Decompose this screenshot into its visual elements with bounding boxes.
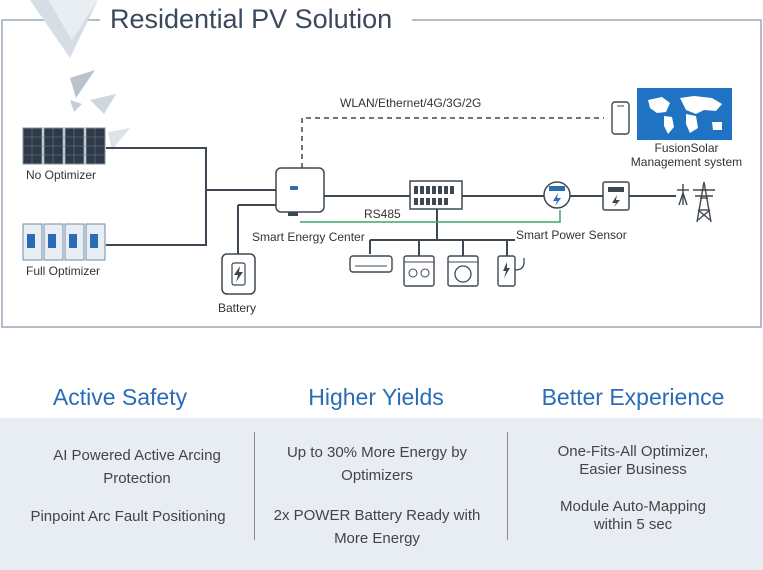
fusionsolar-label-line2: Management system [630, 155, 743, 169]
network-dashed-line [301, 117, 604, 168]
smart-power-sensor-label: Smart Power Sensor [516, 228, 627, 242]
column-divider [254, 432, 255, 540]
smartphone-icon [611, 101, 630, 135]
full-optimizer-label: Full Optimizer [26, 264, 101, 278]
fusionsolar-world-map-icon [637, 88, 732, 140]
smart-energy-center-label: Smart Energy Center [252, 230, 365, 244]
column-divider [507, 432, 508, 540]
distribution-box-icon [409, 180, 463, 210]
feature-item: Module Auto-Mapping within 5 sec [560, 498, 706, 533]
battery-icon [221, 253, 256, 295]
feature-item: One-Fits-All Optimizer, Easier Business [557, 443, 709, 478]
decorative-triangles [30, 0, 130, 150]
electric-meter-icon [602, 181, 630, 211]
smart-power-sensor-icon [543, 181, 571, 209]
solar-panels-full-optimizer-icon [22, 223, 106, 261]
features-band [0, 418, 763, 570]
rs485-line [300, 210, 561, 223]
air-conditioner-icon [349, 255, 393, 273]
dishwasher-icon [403, 255, 435, 287]
feature-heading-better-experience: Better Experience [541, 384, 725, 410]
fusionsolar-label-line1: FusionSolar [654, 141, 719, 155]
feature-heading-higher-yields: Higher Yields [308, 384, 444, 410]
feature-item: Pinpoint Arc Fault Positioning [30, 508, 226, 525]
battery-label: Battery [218, 301, 257, 315]
no-optimizer-label: No Optimizer [26, 168, 97, 182]
feature-item: 2x POWER Battery Ready with More Energy [273, 507, 481, 547]
diagram-frame [1, 19, 762, 328]
feature-item: AI Powered Active Arcing Protection [53, 447, 221, 487]
smart-energy-center-icon [275, 167, 325, 216]
feature-item: Up to 30% More Energy by Optimizers [286, 444, 468, 484]
ev-charger-icon [497, 255, 525, 287]
network-label: WLAN/Ethernet/4G/3G/2G [340, 96, 482, 110]
page-title: Residential PV Solution [110, 4, 393, 34]
solar-panels-no-optimizer-icon [22, 127, 106, 165]
power-lines [106, 147, 676, 256]
power-grid-tower-icon [677, 181, 715, 223]
rs485-label: RS485 [364, 207, 401, 221]
washing-machine-icon [447, 255, 479, 287]
feature-heading-active-safety: Active Safety [52, 384, 188, 410]
